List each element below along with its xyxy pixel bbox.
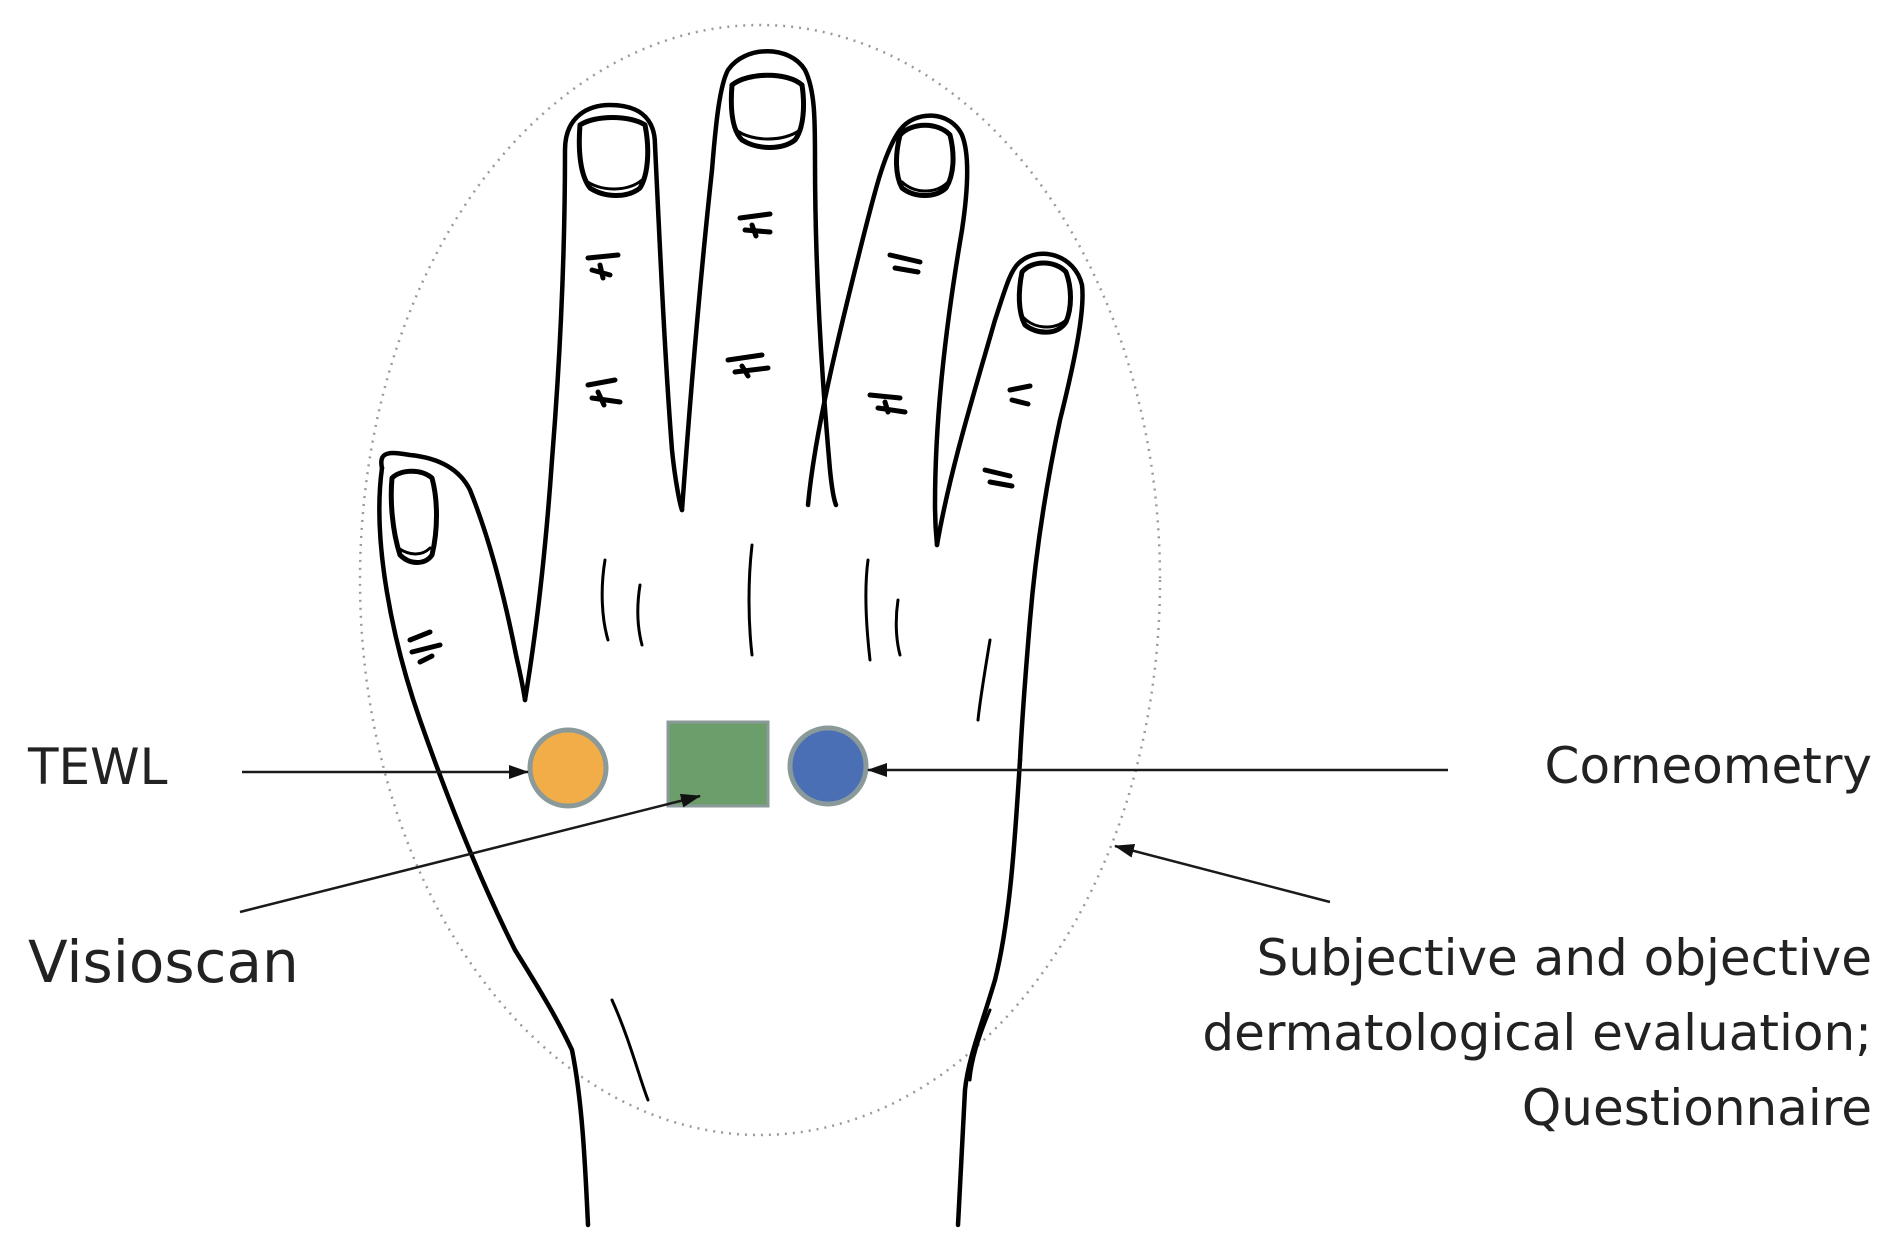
visioscan-label: Visioscan [28,928,299,996]
ring-finger-nail [894,122,956,198]
thumb-outline [379,450,528,703]
ring-finger-outline [805,113,970,548]
middle-finger-outline [679,49,839,513]
index-finger-outline [522,102,685,703]
evaluation-arrow [1114,844,1331,904]
little-finger-outline [934,251,1085,763]
evaluation-area-ellipse [358,23,1162,1137]
corneometry-label: Corneometry [1545,737,1872,795]
visioscan-marker [666,720,770,808]
corneometry-marker [787,725,869,807]
evaluation-label-line-2: dermatological evaluation; [1202,1004,1872,1062]
tewl-label: TEWL [27,738,168,796]
tewl-marker [527,727,609,809]
evaluation-label-line-1: Subjective and objective [1257,929,1872,987]
evaluation-label: Subjective and objective dermatological … [1202,929,1872,1137]
index-finger-nail [576,115,651,198]
hand-right-edge [955,757,1023,1228]
evaluation-label-line-3: Questionnaire [1522,1079,1872,1137]
thumb-nail [388,468,439,565]
middle-finger-nail [728,72,806,150]
hand-illustration [377,49,1085,1228]
visioscan-arrow [239,793,701,914]
hand-left-edge [377,465,591,1228]
